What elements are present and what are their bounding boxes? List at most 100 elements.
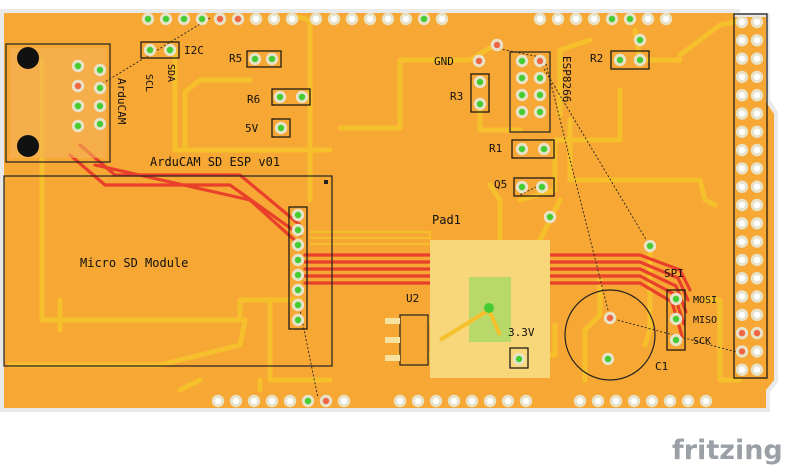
header-pin-hole (753, 110, 761, 117)
header-pin-hole (420, 15, 428, 23)
label-u2: U2 (406, 292, 419, 305)
header-pin-hole (146, 46, 154, 54)
right-header-frame (733, 13, 768, 379)
header-pin-hole (268, 55, 276, 63)
header-pin-hole (612, 397, 620, 405)
header-pin-hole (144, 15, 152, 23)
header-pin-hole (96, 120, 104, 128)
header-pin-hole (294, 316, 302, 324)
header-pin-hole (662, 15, 670, 23)
label-r6: R6 (247, 93, 260, 106)
i2c-header-frame (140, 41, 180, 59)
label-r5: R5 (229, 52, 242, 65)
header-pin-hole (74, 82, 82, 90)
header-pin-hole (252, 15, 260, 23)
header-pin-hole (738, 201, 746, 209)
header-pin-hole (330, 15, 338, 23)
header-pin-hole (518, 57, 526, 65)
esp-frame (509, 51, 551, 133)
r3-frame (470, 73, 490, 113)
header-pin-hole (738, 238, 746, 245)
header-pin-hole (536, 15, 544, 23)
header-pin-hole (738, 366, 746, 373)
c1-capacitor (564, 289, 656, 381)
header-pin-hole (608, 15, 616, 23)
header-pin-hole (504, 397, 512, 405)
header-pin-hole (536, 74, 544, 82)
header-pin-hole (554, 15, 562, 23)
header-pin-hole (432, 397, 440, 405)
header-pin-hole (753, 220, 761, 227)
header-pin-hole (298, 93, 306, 101)
header-pin-hole (738, 73, 746, 81)
header-pin-hole (738, 311, 746, 318)
header-pin-hole (518, 183, 526, 191)
header-pin-hole (738, 18, 746, 26)
header-pin-hole (616, 56, 624, 64)
header-pin-hole (753, 329, 761, 337)
header-pin-hole (753, 18, 761, 26)
header-pin-hole (536, 91, 544, 99)
label-sda: SDA (165, 64, 176, 82)
header-pin-hole (294, 241, 302, 249)
header-pin-hole (738, 293, 746, 300)
header-pin-hole (286, 397, 294, 405)
header-pin-hole (636, 36, 644, 44)
header-pin-hole (753, 366, 761, 373)
label-sck: SCK (693, 336, 711, 347)
header-pin-hole (753, 256, 761, 264)
header-pin-hole (606, 314, 614, 322)
header-pin-hole (348, 15, 356, 23)
header-pin-hole (414, 397, 422, 405)
header-pin-hole (536, 108, 544, 116)
header-pin-hole (738, 92, 746, 99)
r1-frame (511, 139, 555, 159)
header-pin-hole (476, 78, 484, 86)
label-5v: 5V (245, 122, 259, 135)
header-pin-hole (738, 275, 746, 282)
label-mosi: MOSI (693, 295, 717, 306)
u2-body (399, 314, 429, 366)
header-pin-hole (522, 397, 530, 405)
header-pin-hole (74, 122, 82, 130)
header-pin-hole (753, 146, 761, 154)
header-pin-hole (753, 311, 761, 318)
mount-hole-top (17, 47, 39, 69)
header-pin-hole (166, 46, 174, 54)
label-i2c: I2C (184, 44, 204, 57)
header-pin-hole (753, 275, 761, 282)
header-pin-hole (288, 15, 296, 23)
header-pin-hole (96, 66, 104, 74)
label-r3: R3 (450, 90, 463, 103)
header-pin-hole (684, 397, 692, 405)
header-pin-hole (276, 93, 284, 101)
header-pin-hole (738, 128, 746, 135)
header-pin-hole (753, 348, 761, 355)
header-pin-hole (294, 211, 302, 219)
header-pin-hole (738, 110, 746, 117)
r6-frame (271, 88, 311, 106)
header-pin-hole (468, 397, 476, 405)
5v-frame (271, 118, 291, 138)
header-pin-hole (738, 348, 746, 355)
header-pin-hole (518, 91, 526, 99)
silkscreen-labels: I2C SCL SDA ArduCAM R5 R6 5V ArduCAM SD … (80, 44, 717, 373)
header-pin-hole (294, 286, 302, 294)
header-pin-hole (536, 57, 544, 65)
header-pin-hole (162, 15, 170, 23)
header-pin-hole (546, 213, 554, 221)
label-micro-sd: Micro SD Module (80, 256, 188, 270)
header-pin-hole (518, 145, 526, 153)
u2-tab3 (385, 355, 400, 361)
micro-sd-header-frame (288, 206, 308, 330)
r5-frame (246, 50, 282, 68)
header-pin-hole (294, 226, 302, 234)
header-pin-hole (753, 183, 761, 190)
label-spi: SPI (664, 267, 684, 280)
header-pin-hole (322, 397, 330, 405)
pad1-via (484, 303, 494, 313)
header-pin-hole (96, 102, 104, 110)
header-pin-hole (268, 397, 276, 405)
header-pin-hole (515, 355, 523, 363)
header-pin-hole (753, 201, 761, 209)
